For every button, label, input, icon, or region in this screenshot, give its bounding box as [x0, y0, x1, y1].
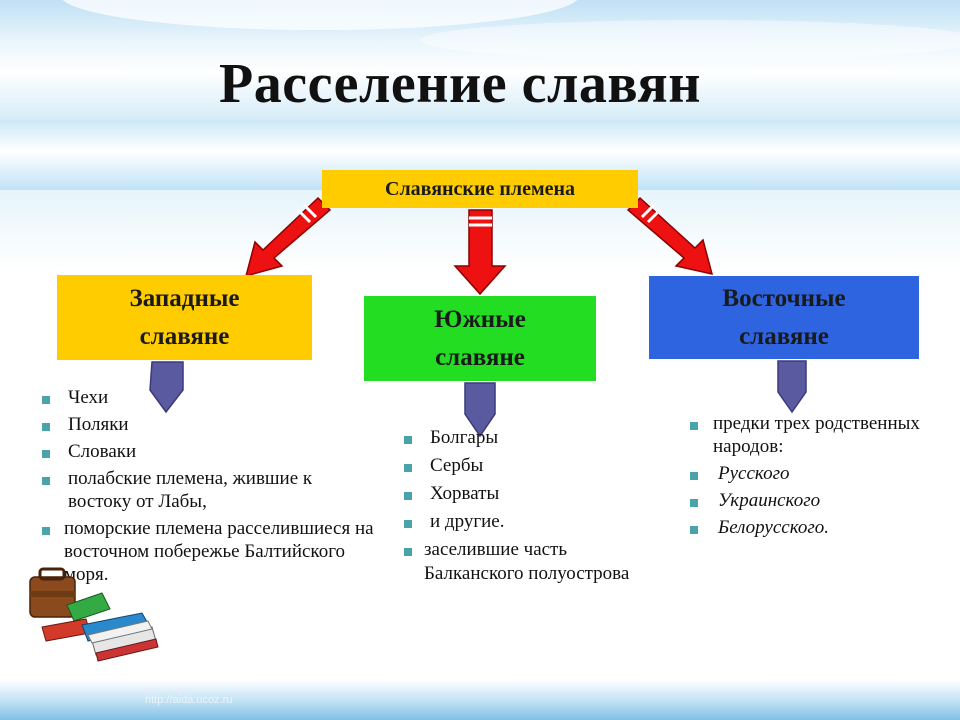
- list-item: Болгары: [402, 426, 632, 450]
- bullet-icon: [690, 472, 698, 480]
- list-item: заселившие часть Балканского полуострова: [402, 538, 632, 586]
- bullet-icon: [42, 527, 50, 535]
- list-item: предки трех родственных народов:: [688, 412, 928, 458]
- bullet-icon: [690, 422, 698, 430]
- bullet-icon: [404, 548, 412, 556]
- box-east-slavs: Восточные славяне: [649, 276, 919, 359]
- footer-url: http://aida.ucoz.ru: [145, 694, 233, 706]
- purple-arrow-south: [464, 382, 496, 438]
- list-item: Русского: [688, 462, 928, 485]
- east-slavs-list: предки трех родственных народов: Русског…: [688, 412, 928, 543]
- purple-arrow-west: [149, 361, 184, 414]
- list-item: Белорусского.: [688, 516, 928, 539]
- list-item: Словаки: [40, 440, 380, 463]
- bullet-icon: [690, 526, 698, 534]
- box-south-slavs: Южные славяне: [364, 296, 596, 381]
- bullet-icon: [42, 450, 50, 458]
- list-item: поморские племена расселившиеся на восто…: [40, 517, 380, 586]
- purple-arrow-east: [777, 360, 807, 414]
- bullet-icon: [404, 436, 412, 444]
- west-title-line1: Западные: [129, 284, 240, 312]
- list-item: Украинского: [688, 489, 928, 512]
- bullet-icon: [42, 396, 50, 404]
- bullet-icon: [404, 492, 412, 500]
- bullet-icon: [42, 477, 50, 485]
- list-item: Поляки: [40, 413, 380, 436]
- list-item: и другие.: [402, 510, 632, 534]
- list-item: Чехи: [40, 386, 380, 409]
- red-arrow-left: [244, 196, 332, 278]
- root-box-slavic-tribes: Славянские племена: [322, 170, 638, 208]
- page-title: Расселение славян: [219, 53, 701, 115]
- bullet-icon: [42, 423, 50, 431]
- list-item: полабские племена, жившие к востоку от Л…: [40, 467, 380, 513]
- bullet-icon: [690, 499, 698, 507]
- west-slavs-list: Чехи Поляки Словаки полабские племена, ж…: [40, 386, 380, 590]
- south-title-line1: Южные: [434, 305, 526, 333]
- list-item: Сербы: [402, 454, 632, 478]
- background-top: [0, 0, 960, 120]
- background-bottom: [0, 680, 960, 720]
- south-slavs-list: Болгары Сербы Хорваты и другие. заселивш…: [402, 426, 632, 590]
- south-title-line2: славяне: [435, 343, 525, 371]
- list-item: Хорваты: [402, 482, 632, 506]
- root-label: Славянские племена: [385, 177, 575, 200]
- books-briefcase-icon: [29, 567, 159, 662]
- east-title-line1: Восточные: [722, 284, 846, 312]
- bullet-icon: [404, 520, 412, 528]
- box-west-slavs: Западные славяне: [57, 275, 312, 360]
- west-title-line2: славяне: [139, 322, 230, 350]
- red-arrow-right: [626, 196, 714, 275]
- bullet-icon: [404, 464, 412, 472]
- red-arrow-center: [453, 209, 507, 296]
- east-title-line2: славяне: [739, 322, 829, 350]
